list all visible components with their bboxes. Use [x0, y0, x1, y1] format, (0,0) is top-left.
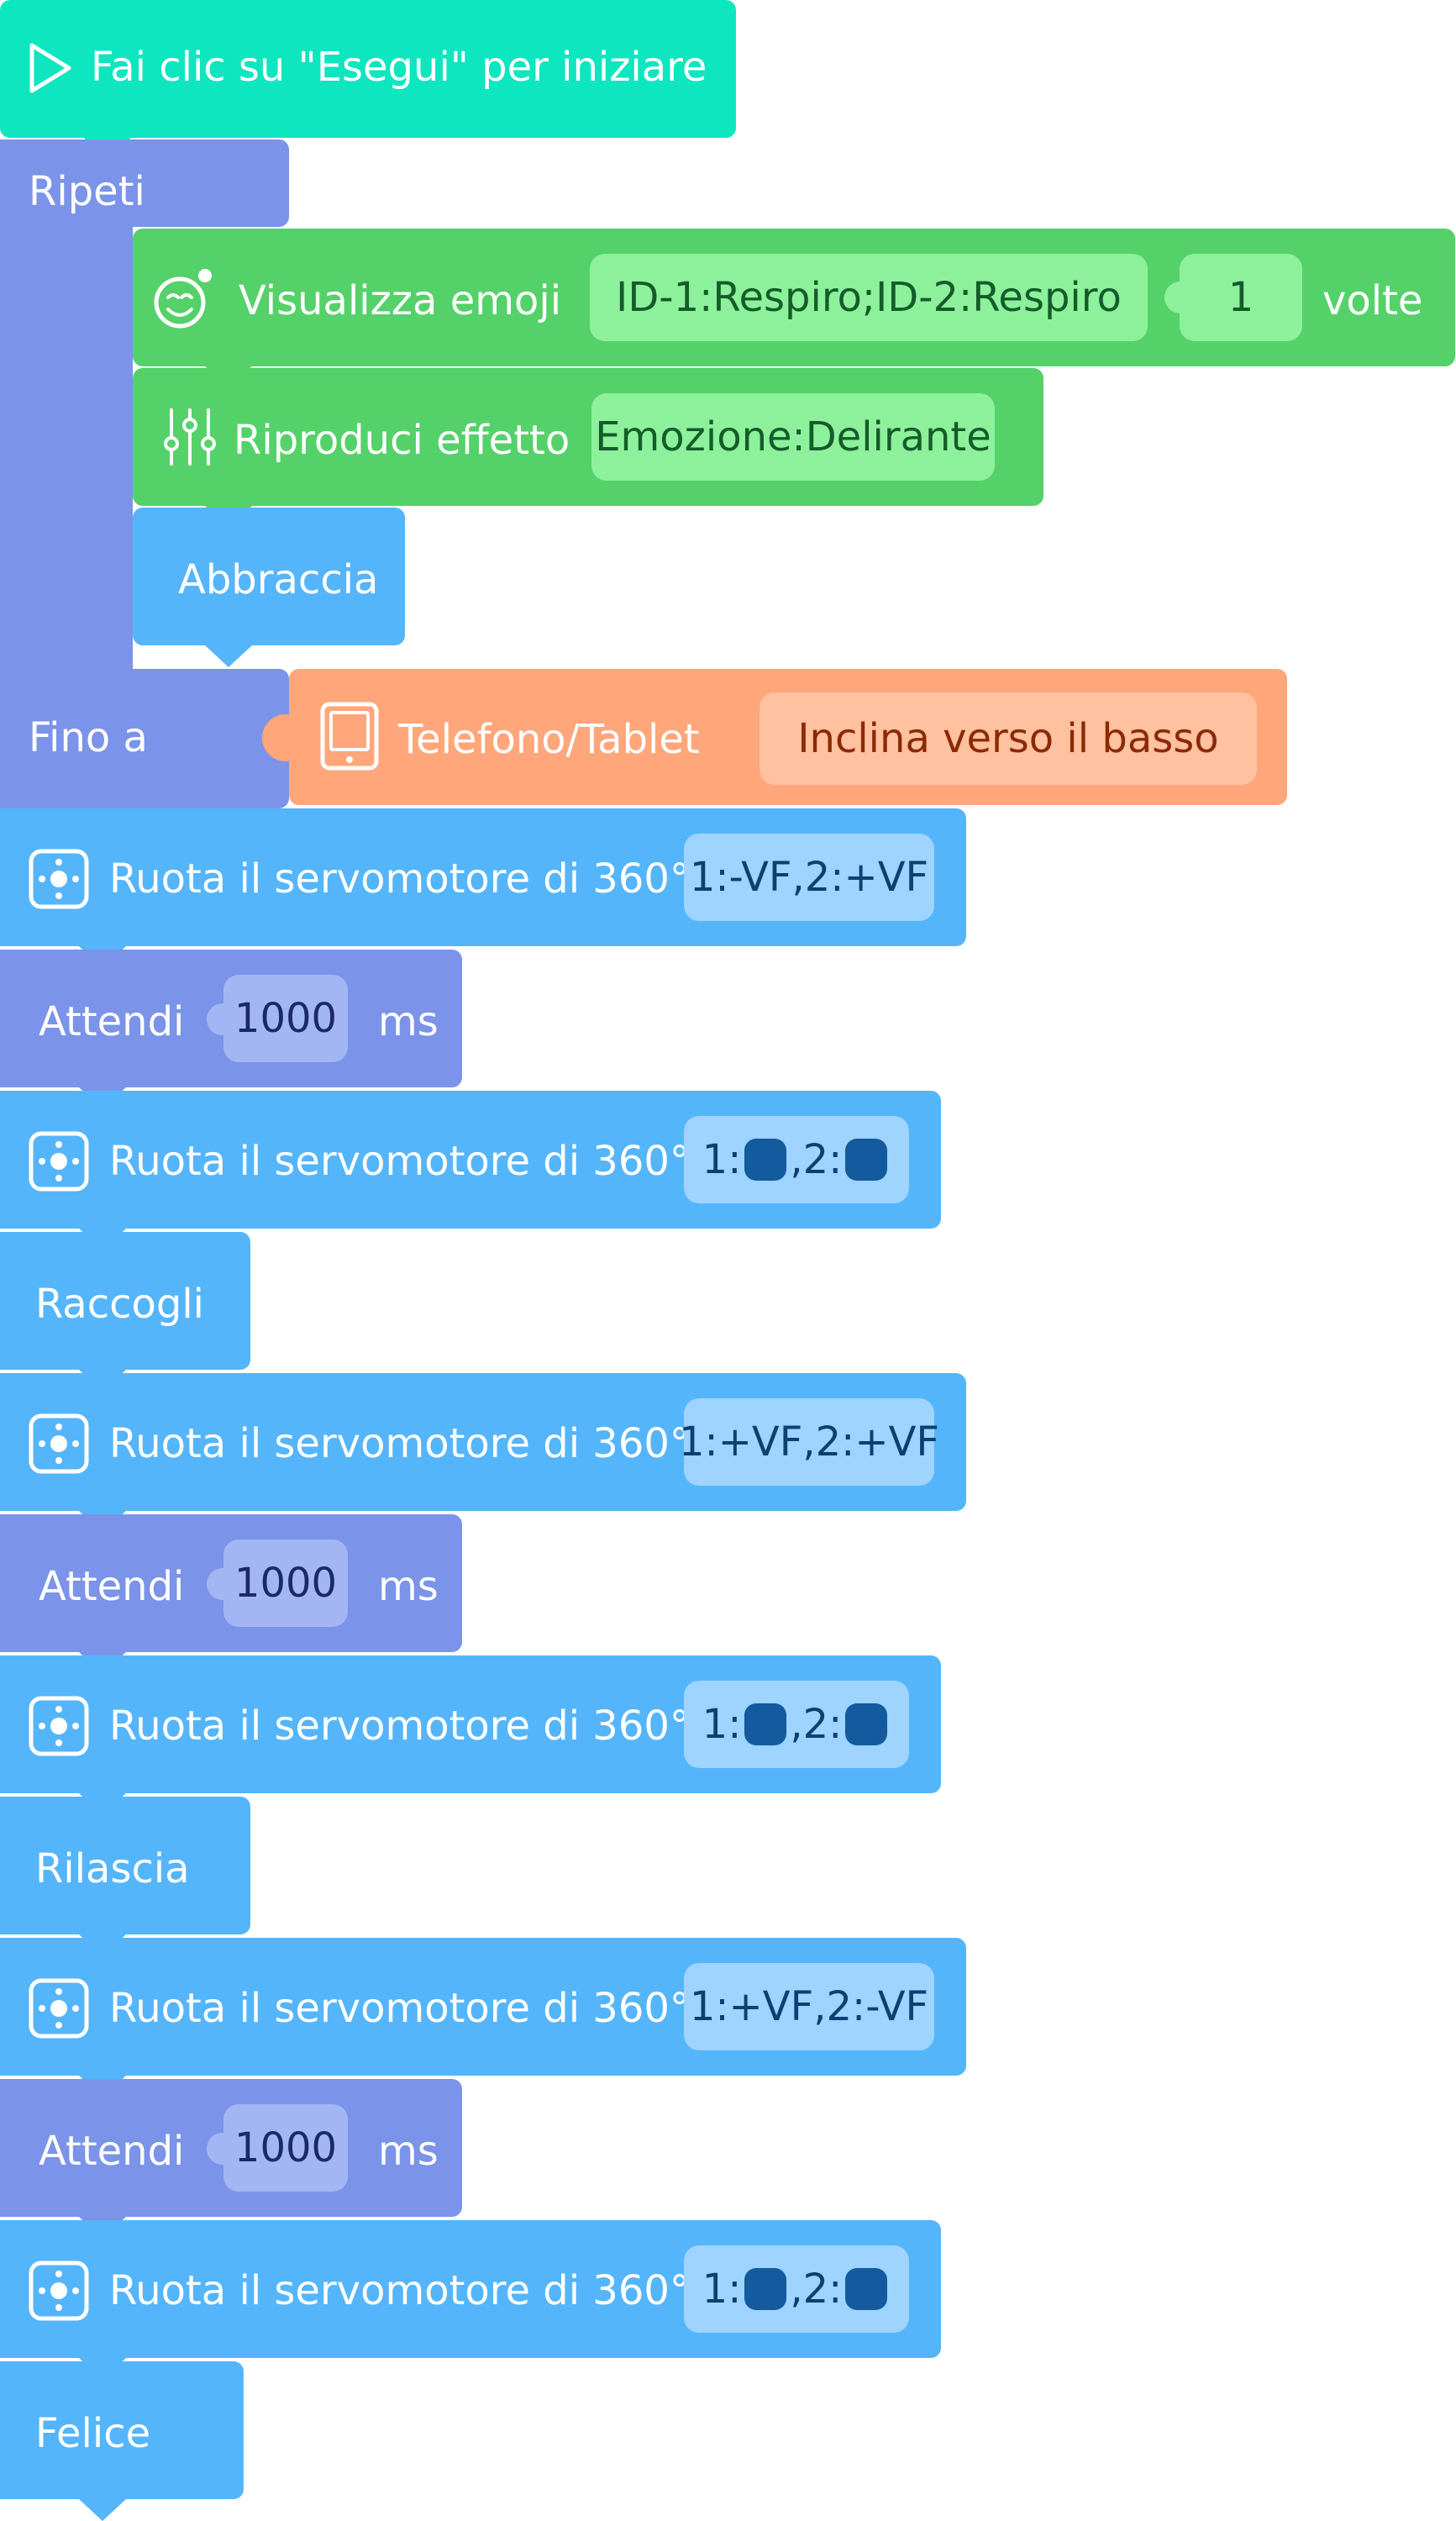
step-servo-block[interactable]: Ruota il servomotore di 360°1:+VF,2:-VF [0, 1938, 966, 2076]
servo-label: Ruota il servomotore di 360° [109, 1420, 690, 1467]
servo-label: Ruota il servomotore di 360° [109, 1985, 690, 2032]
step-servo-block[interactable]: Ruota il servomotore di 360°1:-VF,2:+VF [0, 808, 966, 946]
hug-block-notch [205, 645, 252, 667]
repeat-arm [0, 218, 133, 672]
sliders-icon [164, 408, 216, 466]
emoji-block[interactable]: Visualizza emoji ID-1:Respiro;ID-2:Respi… [133, 229, 1455, 366]
servo-label: Ruota il servomotore di 360° [109, 855, 690, 903]
step-wait-block[interactable]: Attendi 1000 ms [0, 1514, 462, 1652]
wait-label: Attendi [39, 998, 185, 1045]
servo-value-field[interactable]: 1: ,2: [684, 1681, 909, 1768]
servo-value-field[interactable]: 1:-VF,2:+VF [684, 834, 934, 921]
wait-duration-field[interactable]: 1000 [223, 2104, 348, 2192]
servo-param-1-swatch[interactable] [744, 1703, 787, 1745]
wait-unit: ms [378, 998, 439, 1045]
action-label: Raccogli [35, 1281, 204, 1328]
step-action-block[interactable]: Felice [0, 2361, 244, 2499]
servo-param-2-swatch[interactable] [845, 1703, 888, 1745]
action-label: Rilascia [35, 1845, 190, 1892]
effect-block[interactable]: Riproduci effetto Emozione:Delirante [133, 368, 1043, 506]
play-icon [29, 43, 71, 93]
wait-unit: ms [378, 2128, 439, 2175]
servo-value-field[interactable]: 1: ,2: [684, 2245, 909, 2333]
servo-param-1-label: 1: [702, 1701, 742, 1748]
servo-label: Ruota il servomotore di 360° [109, 1703, 690, 1750]
emoji-id-field[interactable]: ID-1:Respiro;ID-2:Respiro [590, 254, 1148, 341]
servo-motor-icon [29, 1131, 89, 1192]
start-block-label: Fai clic su "Esegui" per iniziare [91, 44, 707, 91]
wait-label: Attendi [39, 2128, 185, 2175]
action-label: Felice [35, 2410, 151, 2457]
wait-duration-field[interactable]: 1000 [223, 1539, 348, 1627]
servo-motor-icon [29, 1978, 89, 2039]
servo-param-1-label: 1: [702, 1136, 742, 1183]
hug-label: Abbraccia [178, 556, 379, 603]
servo-param-2-swatch[interactable] [845, 2268, 888, 2310]
repeat-until-label: Fino a [29, 714, 148, 761]
servo-param-2-label: ,2: [790, 1701, 843, 1748]
emoji-face-icon [154, 269, 212, 329]
servo-param-2-label: ,2: [790, 1136, 843, 1183]
servo-motor-icon [29, 1413, 89, 1474]
step-servo-block[interactable]: Ruota il servomotore di 360°1:+VF,2:+VF [0, 1373, 966, 1511]
condition-label: Telefono/Tablet [398, 716, 700, 763]
servo-motor-icon [29, 1696, 89, 1756]
step-action-block[interactable]: Rilascia [0, 1797, 250, 1934]
servo-motor-icon [29, 849, 89, 909]
step-action-block[interactable]: Raccogli [0, 1232, 250, 1370]
wait-label: Attendi [39, 1563, 185, 1610]
servo-param-2-label: ,2: [790, 2266, 843, 2313]
servo-motor-icon [29, 2260, 89, 2321]
servo-value-field[interactable]: 1:+VF,2:-VF [684, 1963, 934, 2050]
servo-value-field[interactable]: 1:+VF,2:+VF [679, 1398, 939, 1486]
wait-duration-field[interactable]: 1000 [223, 975, 348, 1062]
servo-value-field[interactable]: 1: ,2: [684, 1116, 909, 1203]
step-servo-sq-block[interactable]: Ruota il servomotore di 360° 1: ,2: [0, 1655, 941, 1793]
condition-block[interactable]: Telefono/Tablet Inclina verso il basso [289, 669, 1287, 805]
repeat-label: Ripeti [29, 168, 145, 215]
step-servo-sq-block[interactable]: Ruota il servomotore di 360° 1: ,2: [0, 1091, 941, 1229]
servo-param-1-swatch[interactable] [744, 1139, 787, 1181]
wait-unit: ms [378, 1563, 439, 1610]
emoji-label: Visualizza emoji [239, 277, 562, 324]
emoji-count-suffix: volte [1322, 277, 1423, 324]
step-wait-block[interactable]: Attendi 1000 ms [0, 2079, 462, 2217]
servo-param-2-swatch[interactable] [845, 1139, 888, 1181]
repeat-block[interactable] [0, 139, 289, 227]
start-block[interactable]: Fai clic su "Esegui" per iniziare [0, 0, 736, 138]
servo-label: Ruota il servomotore di 360° [109, 1138, 690, 1185]
effect-value-field[interactable]: Emozione:Delirante [591, 393, 995, 481]
step-notch [79, 2499, 126, 2521]
servo-param-1-swatch[interactable] [744, 2268, 787, 2310]
servo-label: Ruota il servomotore di 360° [109, 2267, 690, 2314]
effect-label: Riproduci effetto [234, 417, 570, 464]
condition-value-field[interactable]: Inclina verso il basso [760, 692, 1257, 785]
emoji-count-field[interactable]: 1 [1180, 254, 1302, 341]
step-wait-block[interactable]: Attendi 1000 ms [0, 950, 462, 1087]
servo-param-1-label: 1: [702, 2266, 742, 2313]
hug-block[interactable]: Abbraccia [133, 508, 405, 645]
tablet-icon [320, 702, 379, 771]
repeat-until-block[interactable] [0, 669, 289, 808]
step-servo-sq-block[interactable]: Ruota il servomotore di 360° 1: ,2: [0, 2220, 941, 2358]
